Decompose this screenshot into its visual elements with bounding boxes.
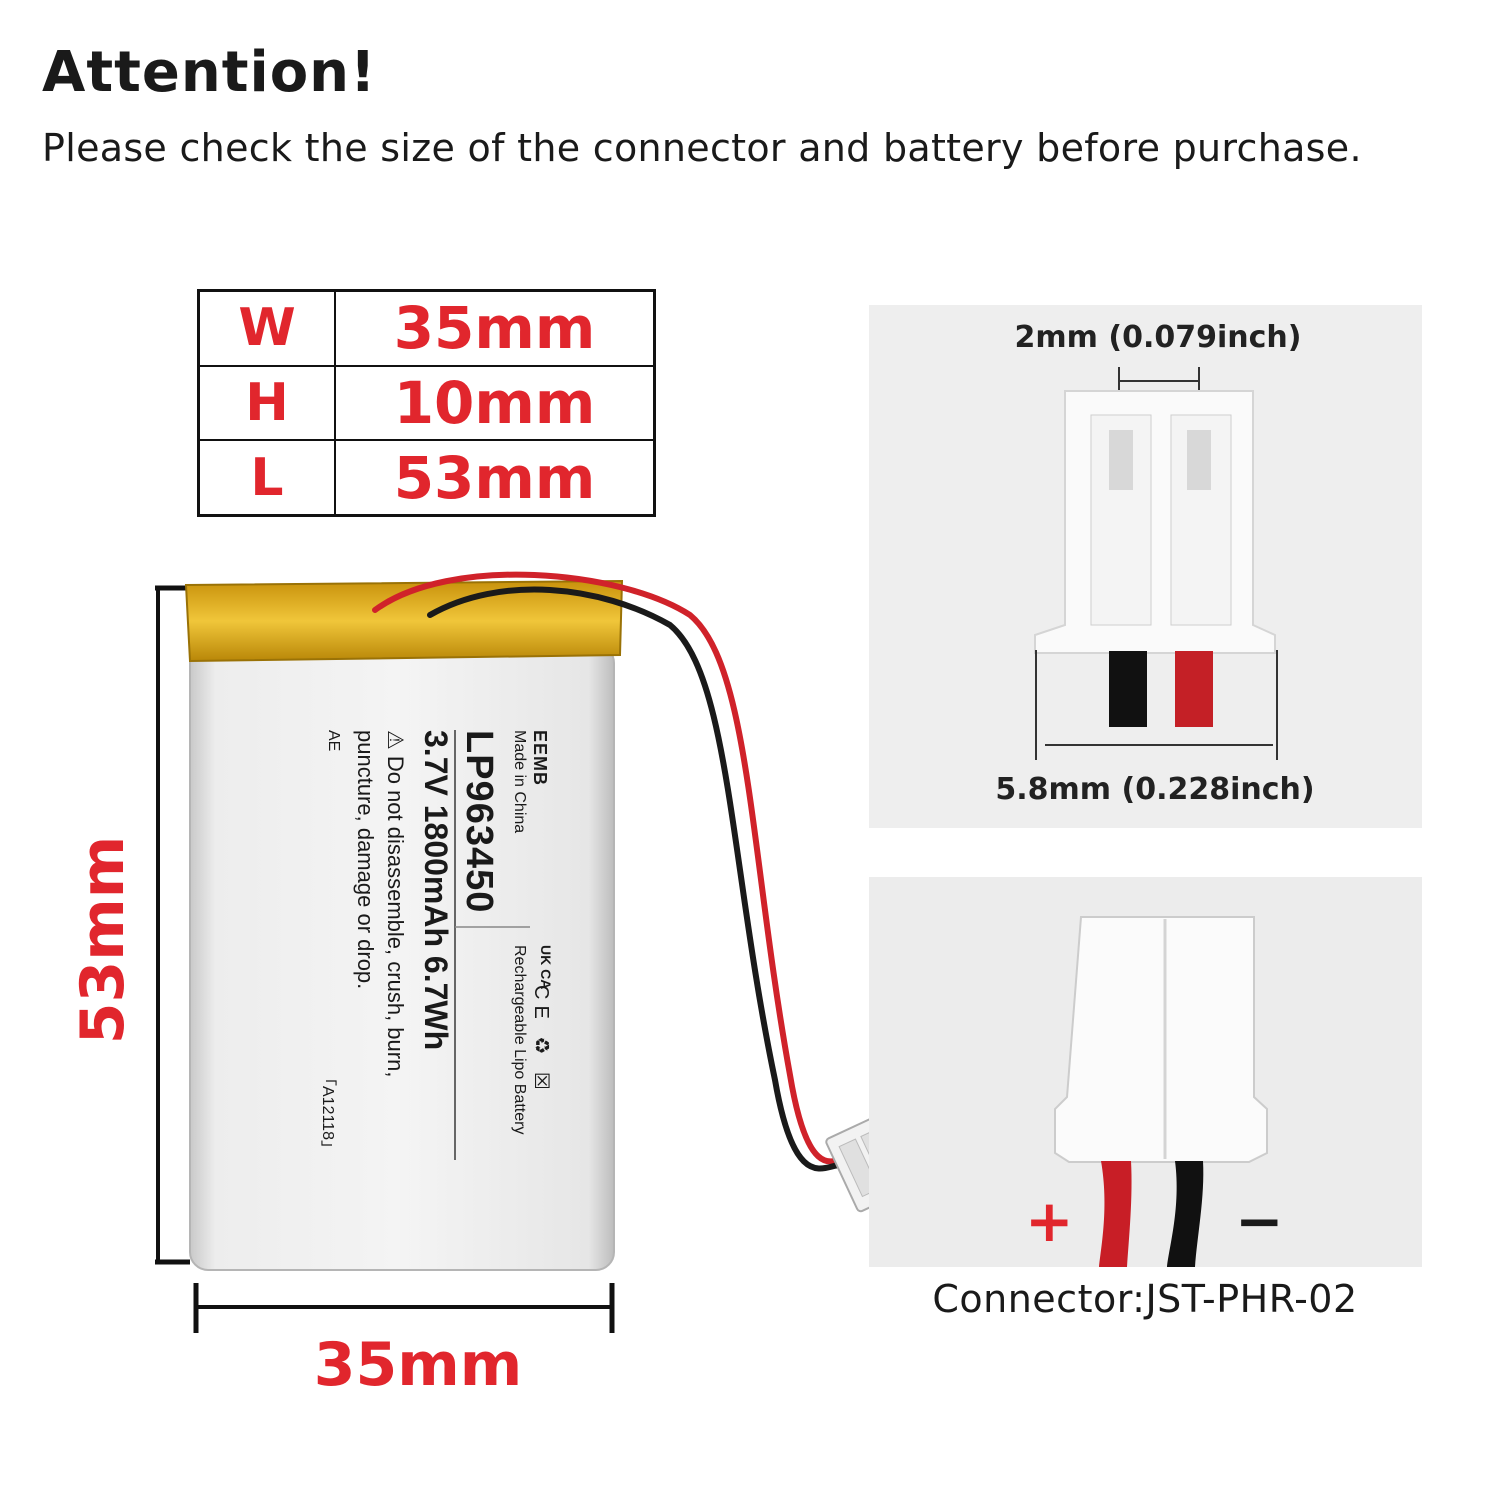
page-subtitle: Please check the size of the connector a… [42, 126, 1362, 170]
dimension-key-w: W [197, 289, 336, 367]
battery-illustration [155, 571, 915, 1333]
height-dimension-line [155, 585, 190, 1265]
certification-marks: CE ♻ ☒ [530, 985, 552, 1096]
table-row: L 53mm [197, 439, 656, 517]
pitch-dimension-label: 2mm (0.079inch) [1014, 320, 1302, 355]
battery-width-label: 35mm [313, 1330, 523, 1400]
battery-wires [372, 571, 853, 1172]
battery-model: LP963450 [458, 730, 500, 914]
page-title: Attention! [42, 40, 377, 105]
connector-type-label: Connector:JST-PHR-02 [932, 1277, 1358, 1321]
brand-logo: EEMB [530, 730, 550, 787]
table-row: W 35mm [197, 289, 656, 367]
connector-width-label: 5.8mm (0.228inch) [995, 772, 1315, 807]
warning-line-1: ⚠ Do not disassemble, crush, burn, [383, 730, 408, 1078]
width-dimension-line [193, 1283, 615, 1333]
battery-height-label: 53mm [68, 835, 138, 1045]
warning-line-2: puncture, damage or drop. [353, 730, 378, 990]
ae-text: AE [325, 730, 342, 752]
connector-polarity-illustration [1054, 916, 1268, 1267]
dimension-value-l: 53mm [334, 439, 656, 517]
ukca-mark: UK CA [538, 945, 554, 990]
batch-code: 「A12118」 [319, 1070, 336, 1156]
battery-tape [184, 579, 624, 663]
table-row: H 10mm [197, 364, 656, 442]
dimension-value-w: 35mm [334, 289, 656, 367]
negative-sign: − [1235, 1187, 1284, 1255]
dimension-key-l: L [197, 439, 336, 517]
dimensions-table: W 35mm H 10mm L 53mm [197, 289, 656, 517]
made-in-text: Made in China [511, 730, 528, 834]
dimension-value-h: 10mm [334, 364, 656, 442]
connector-closeup-illustration [1034, 367, 1278, 760]
battery-spec: 3.7V 1800mAh 6.7Wh [418, 730, 454, 1051]
battery-label: EEMB Made in China UK CA CE ♻ ☒ Recharge… [270, 730, 554, 1156]
positive-sign: + [1025, 1187, 1074, 1255]
rechargeable-text: Rechargeable Lipo Battery [511, 945, 528, 1135]
dimension-key-h: H [197, 364, 336, 442]
